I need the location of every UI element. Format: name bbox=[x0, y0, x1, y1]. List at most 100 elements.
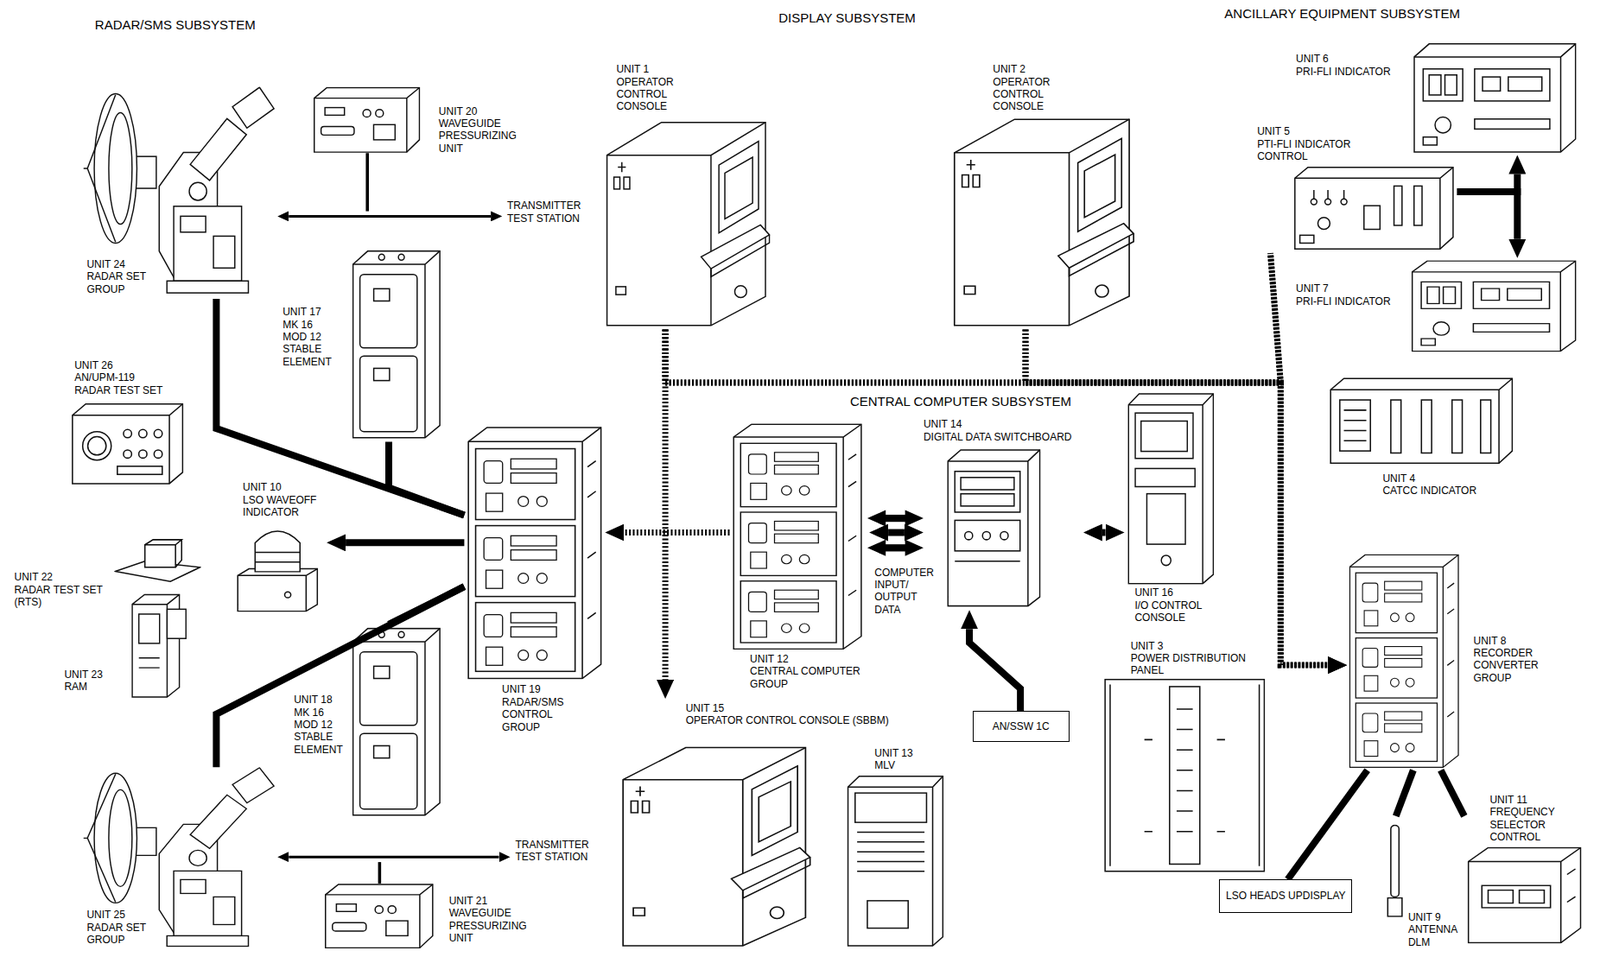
equipment-unit: TRANSMITTER TEST STATION bbox=[501, 196, 589, 232]
unit-name: OPERATOR CONTROL CONSOLE (SBBM) bbox=[685, 714, 898, 727]
subsystem-heading: ANCILLARY EQUIPMENT SUBSYSTEM bbox=[1224, 6, 1461, 22]
subsystem-heading: RADAR/SMS SUBSYSTEM bbox=[95, 17, 256, 33]
catcc-indicator-illustration bbox=[1330, 378, 1512, 464]
unit-number: UNIT 25 bbox=[86, 908, 152, 921]
unit-number: UNIT 26 bbox=[74, 359, 168, 372]
label-group: UNIT 9ANTENNA DLM bbox=[1408, 911, 1464, 949]
equipment-unit: UNIT 13MLV bbox=[844, 742, 947, 952]
unit-name: PRI-FLI INDICATOR bbox=[1295, 65, 1398, 78]
cable-connector bbox=[888, 529, 905, 537]
cable-connector bbox=[388, 586, 464, 625]
radar-set-illustration bbox=[83, 87, 274, 293]
unit-name: I/O CONTROL CONSOLE bbox=[1134, 599, 1209, 625]
data-bus-connector bbox=[1025, 253, 1281, 383]
equipment-unit: UNIT 11FREQUENCY SELECTOR CONTROL bbox=[1464, 792, 1585, 948]
equipment-unit: UNIT 14DIGITAL DATA SWITCHBOARD bbox=[923, 416, 1084, 610]
rack-illustration bbox=[1349, 554, 1459, 768]
unit-name: MK 16 MOD 12 STABLE ELEMENT bbox=[282, 318, 335, 369]
unit-name: OPERATOR CONTROL CONSOLE bbox=[992, 76, 1057, 114]
unit-name: RADAR SET GROUP bbox=[86, 270, 152, 296]
unit-number: UNIT 4 bbox=[1382, 472, 1485, 485]
box-label: AN/SSW 1C bbox=[990, 720, 1052, 733]
equipment-unit: UNIT 22RADAR TEST SET (RTS) bbox=[10, 537, 203, 611]
io-console-illustration bbox=[1128, 393, 1213, 585]
ram-illustration bbox=[132, 594, 186, 698]
cable-connector bbox=[1288, 770, 1368, 880]
data-flow-label: COMPUTER INPUT/ OUTPUT DATA bbox=[874, 566, 937, 617]
unit-number: UNIT 8 bbox=[1473, 634, 1545, 648]
switchboard-illustration bbox=[947, 450, 1040, 607]
cable-connector bbox=[1102, 529, 1106, 537]
data-bus-connector bbox=[665, 253, 1281, 383]
label-group: UNIT 3POWER DISTRIBUTION PANEL bbox=[1130, 640, 1254, 678]
stable-element-illustration bbox=[353, 628, 440, 816]
unit-number: UNIT 2 bbox=[992, 63, 1057, 76]
unit-number: UNIT 21 bbox=[449, 895, 531, 908]
data-bus-connector bbox=[662, 329, 669, 680]
unit-number: UNIT 20 bbox=[438, 105, 521, 118]
equipment-unit: UNIT 7PRI-FLI INDICATOR bbox=[1290, 258, 1579, 356]
frequency-control-illustration bbox=[1468, 847, 1581, 943]
unit-name: CATCC INDICATOR bbox=[1382, 484, 1485, 497]
box-label: LSO HEADS UPDISPLAY bbox=[1219, 889, 1352, 902]
label-group: UNIT 4CATCC INDICATOR bbox=[1382, 472, 1485, 498]
arrow-head bbox=[867, 510, 886, 527]
test-set-illustration bbox=[72, 404, 184, 484]
equipment-unit: UNIT 23RAM bbox=[61, 586, 192, 705]
stable-element-illustration bbox=[353, 251, 440, 439]
label-group: UNIT 16I/O CONTROL CONSOLE bbox=[1134, 586, 1209, 624]
equipment-unit: UNIT 1OPERATOR CONTROL CONSOLE bbox=[600, 59, 775, 331]
label-group: UNIT 14DIGITAL DATA SWITCHBOARD bbox=[923, 418, 1081, 444]
unit-name: RADAR/SMS CONTROL GROUP bbox=[501, 696, 570, 734]
label-group: TRANSMITTER TEST STATION bbox=[507, 199, 586, 225]
equipment-unit: UNIT 24RADAR SET GROUP bbox=[81, 86, 278, 299]
cable-connector bbox=[1441, 770, 1465, 817]
data-bus-connector bbox=[623, 529, 730, 536]
equipment-unit: UNIT 25RADAR SET GROUP bbox=[81, 767, 278, 953]
unit-name: MK 16 MOD 12 STABLE ELEMENT bbox=[293, 706, 346, 757]
unit-name: WAVEGUIDE PRESSURIZING UNIT bbox=[438, 117, 521, 155]
indicator-control-illustration bbox=[1295, 167, 1454, 250]
label-group: AN/SSW 1C bbox=[990, 720, 1052, 733]
text-box: LSO HEADS UPDISPLAY bbox=[1219, 879, 1353, 914]
unit-number: UNIT 6 bbox=[1295, 52, 1398, 65]
label-group: UNIT 18MK 16 MOD 12 STABLE ELEMENT bbox=[293, 693, 346, 756]
label-group: UNIT 15OPERATOR CONTROL CONSOLE (SBBM) bbox=[685, 702, 898, 728]
unit-name: POWER DISTRIBUTION PANEL bbox=[1130, 652, 1254, 678]
label-group: UNIT 10LSO WAVEOFF INDICATOR bbox=[242, 481, 324, 519]
unit-number: UNIT 3 bbox=[1130, 640, 1254, 653]
indicator-illustration bbox=[1412, 260, 1576, 351]
unit-number: UNIT 15 bbox=[685, 702, 898, 715]
cable-connector bbox=[288, 215, 491, 218]
pressurizing-unit-illustration bbox=[325, 884, 433, 948]
unit-name: WAVEGUIDE PRESSURIZING UNIT bbox=[449, 907, 531, 945]
power-panel-illustration bbox=[1104, 679, 1264, 872]
indicator-illustration bbox=[1414, 44, 1576, 153]
cable-connector bbox=[969, 628, 1021, 712]
cable-connector bbox=[215, 298, 464, 515]
unit-name: PTI-FLI INDICATOR CONTROL bbox=[1257, 138, 1359, 164]
unit-name: PRI-FLI INDICATOR bbox=[1295, 295, 1398, 308]
cable-connector bbox=[388, 441, 464, 515]
equipment-unit: UNIT 10LSO WAVEOFF INDICATOR bbox=[234, 477, 327, 616]
unit-number: UNIT 23 bbox=[63, 668, 106, 681]
label-group: UNIT 1OPERATOR CONTROL CONSOLE bbox=[615, 63, 680, 114]
unit-name: FREQUENCY SELECTOR CONTROL bbox=[1489, 806, 1561, 844]
mlv-illustration bbox=[848, 776, 944, 947]
unit-number: UNIT 5 bbox=[1257, 125, 1359, 138]
equipment-unit: UNIT 19RADAR/SMS CONTROL GROUP bbox=[463, 423, 605, 737]
unit-number: UNIT 7 bbox=[1295, 282, 1398, 295]
unit-name: CENTRAL COMPUTER GROUP bbox=[749, 665, 867, 691]
label-group: UNIT 2OPERATOR CONTROL CONSOLE bbox=[992, 63, 1057, 114]
unit-number: UNIT 18 bbox=[293, 693, 346, 706]
cable-connector bbox=[215, 586, 464, 768]
label-group: UNIT 19RADAR/SMS CONTROL GROUP bbox=[501, 683, 570, 734]
label-group: UNIT 21WAVEGUIDE PRESSURIZING UNIT bbox=[449, 895, 531, 946]
equipment-unit: UNIT 16I/O CONTROL CONSOLE bbox=[1124, 389, 1220, 627]
rack-illustration bbox=[468, 427, 602, 680]
stem-line bbox=[378, 862, 382, 884]
subsystem-heading: CENTRAL COMPUTER SUBSYSTEM bbox=[850, 393, 1072, 410]
